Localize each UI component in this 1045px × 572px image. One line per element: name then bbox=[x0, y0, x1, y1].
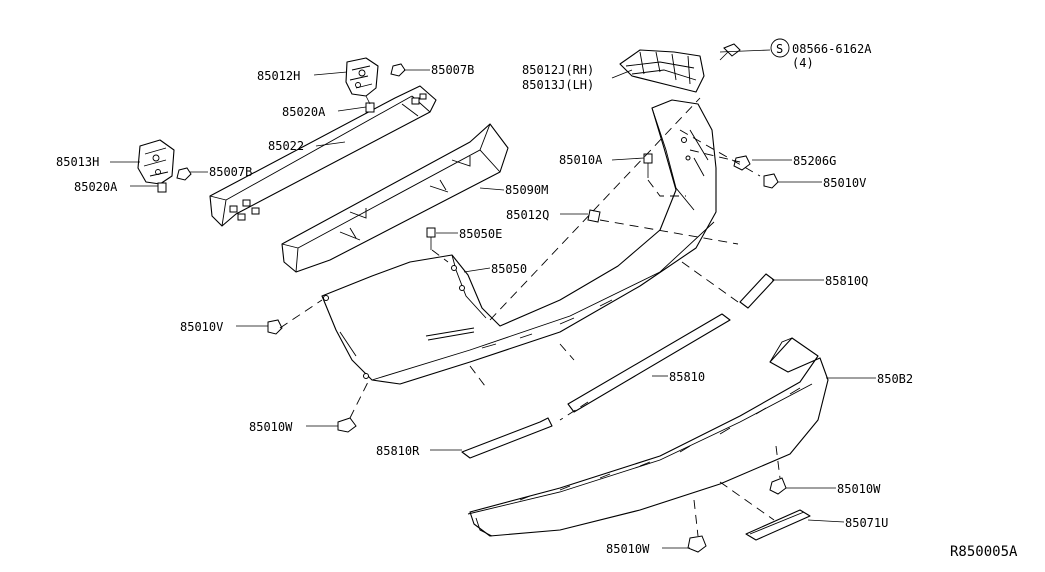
label-850b2: 850B2 bbox=[877, 372, 913, 386]
label-08566-qty: (4) bbox=[792, 56, 814, 70]
label-85810q: 85810Q bbox=[825, 274, 868, 288]
side-bracket-85012j bbox=[619, 43, 741, 93]
label-85013h: 85013H bbox=[56, 155, 99, 169]
label-85007b-top: 85007B bbox=[431, 63, 474, 77]
label-85810: 85810 bbox=[669, 370, 705, 384]
label-08566-6162a: 08566-6162A bbox=[792, 42, 872, 56]
bracket-85012h bbox=[345, 57, 379, 97]
label-85050e: 85050E bbox=[459, 227, 502, 241]
bumper-fascia-85050 bbox=[321, 99, 717, 385]
fasteners bbox=[157, 63, 787, 553]
label-85010a: 85010A bbox=[559, 153, 603, 167]
part-labels: 85012H 85007B 85020A 85022 85013H 85007B… bbox=[56, 42, 913, 556]
label-85010w-bottom: 85010W bbox=[606, 542, 650, 556]
molding-85810 bbox=[567, 313, 731, 413]
label-85810r: 85810R bbox=[376, 444, 420, 458]
label-85012h: 85012H bbox=[257, 69, 300, 83]
label-85012q: 85012Q bbox=[506, 208, 549, 222]
label-85007b-left: 85007B bbox=[209, 165, 252, 179]
leader-lines bbox=[110, 49, 876, 549]
label-85090m: 85090M bbox=[505, 183, 548, 197]
reflector-85071u bbox=[745, 509, 811, 541]
label-85013j: 85013J(LH) bbox=[522, 78, 594, 92]
screw-symbol-letter: S bbox=[776, 42, 783, 56]
label-85071u: 85071U bbox=[845, 516, 888, 530]
bumper-reinforcement-85022 bbox=[209, 85, 437, 227]
label-85010w-left: 85010W bbox=[249, 420, 293, 434]
label-85010v-right: 85010V bbox=[823, 176, 866, 190]
molding-85810q bbox=[739, 273, 775, 309]
label-85020a-top: 85020A bbox=[282, 105, 326, 119]
label-85020a-left: 85020A bbox=[74, 180, 118, 194]
label-85022: 85022 bbox=[268, 139, 304, 153]
diagram-id: R850005A bbox=[950, 544, 1018, 560]
label-85012j: 85012J(RH) bbox=[522, 63, 594, 77]
label-85010v-left: 85010V bbox=[180, 320, 223, 334]
lower-valance-850b2 bbox=[467, 337, 829, 537]
molding-85810r bbox=[461, 417, 553, 459]
label-85050: 85050 bbox=[491, 262, 527, 276]
energy-absorber-85090m bbox=[281, 123, 509, 273]
assembly-lines bbox=[279, 97, 781, 537]
bracket-85013h bbox=[137, 139, 175, 185]
label-85010w-right: 85010W bbox=[837, 482, 881, 496]
label-85206g: 85206G bbox=[793, 154, 836, 168]
screw-symbol: S bbox=[770, 38, 790, 58]
